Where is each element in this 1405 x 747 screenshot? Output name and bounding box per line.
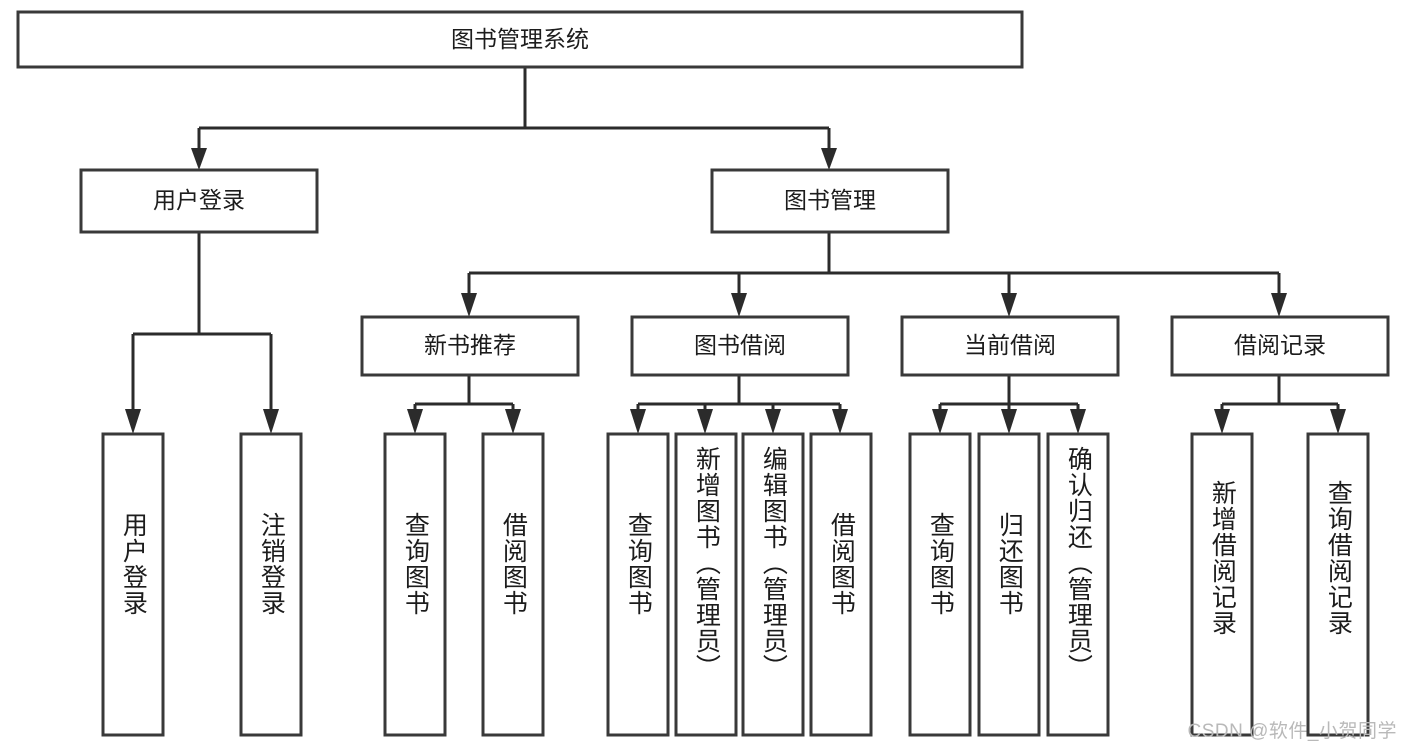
node-book-management-box[interactable] <box>710 168 950 234</box>
leaf-box-5[interactable] <box>606 432 670 737</box>
leaf-box-1[interactable] <box>101 432 165 737</box>
leaf-box-12[interactable] <box>1190 432 1254 737</box>
node-user-login-label: 用户登录 <box>153 187 245 213</box>
connector-group-root <box>191 67 837 170</box>
leaf-box-6[interactable] <box>674 432 738 737</box>
node-book-borrow[interactable]: 图书借阅 <box>630 315 850 377</box>
node-borrow-record-label: 借阅记录 <box>1234 332 1326 358</box>
node-root[interactable]: 图书管理系统 <box>16 10 1024 69</box>
node-user-login[interactable]: 用户登录 <box>79 168 319 234</box>
connector-group-borrow <box>630 375 848 434</box>
arrow-head-to-book-mgmt <box>821 148 837 170</box>
node-new-book-recommend-box[interactable] <box>360 315 580 377</box>
arrow-head-leaf-9 <box>932 409 948 434</box>
arrow-head-to-borrow-record <box>1271 293 1287 317</box>
node-current-borrow-label: 当前借阅 <box>964 332 1056 358</box>
connector-group-book-mgmt <box>461 232 1287 317</box>
arrow-head-leaf-3 <box>407 409 423 434</box>
arrow-head-leaf-11 <box>1070 409 1086 434</box>
leaf-box-7[interactable] <box>741 432 805 737</box>
leaf-box-group <box>101 432 1370 737</box>
node-current-borrow-box[interactable] <box>900 315 1120 377</box>
arrow-head-leaf-13 <box>1330 409 1346 434</box>
node-book-management[interactable]: 图书管理 <box>710 168 950 234</box>
node-root-label: 图书管理系统 <box>451 26 589 52</box>
arrow-head-to-current-borrow <box>1001 293 1017 317</box>
node-user-login-box[interactable] <box>79 168 319 234</box>
watermark-csdn: CSDN @软件_小贺同学 <box>1187 721 1397 742</box>
leaf-box-8[interactable] <box>809 432 873 737</box>
node-new-book-recommend[interactable]: 新书推荐 <box>360 315 580 377</box>
node-current-borrow[interactable]: 当前借阅 <box>900 315 1120 377</box>
connector-group-new-book <box>407 375 521 434</box>
arrow-head-leaf-10 <box>1001 409 1017 434</box>
node-borrow-record-box[interactable] <box>1170 315 1390 377</box>
arrow-head-leaf-6 <box>697 409 713 434</box>
arrow-head-leaf-4 <box>505 409 521 434</box>
arrow-head-leaf-1 <box>125 409 141 434</box>
arrow-head-leaf-2 <box>263 409 279 434</box>
arrow-head-leaf-7 <box>765 409 781 434</box>
node-book-management-label: 图书管理 <box>784 187 876 213</box>
node-root-box[interactable] <box>16 10 1024 69</box>
leaf-box-3[interactable] <box>383 432 447 737</box>
arrow-head-leaf-12 <box>1214 409 1230 434</box>
leaf-box-13[interactable] <box>1306 432 1370 737</box>
leaf-box-4[interactable] <box>481 432 545 737</box>
arrow-head-to-new-book <box>461 293 477 317</box>
leaf-box-10[interactable] <box>977 432 1041 737</box>
connector-group-borrow-record <box>1214 375 1346 434</box>
arrow-head-leaf-5 <box>630 409 646 434</box>
arrow-head-leaf-8 <box>832 409 848 434</box>
arrow-head-to-borrow <box>731 293 747 317</box>
connector-group-user-login <box>125 232 279 434</box>
leaf-box-11[interactable] <box>1046 432 1110 737</box>
node-new-book-recommend-label: 新书推荐 <box>424 332 516 358</box>
connector-group-current-borrow <box>932 375 1086 434</box>
leaf-box-2[interactable] <box>239 432 303 737</box>
node-book-borrow-label: 图书借阅 <box>694 332 786 358</box>
node-book-borrow-box[interactable] <box>630 315 850 377</box>
node-borrow-record[interactable]: 借阅记录 <box>1170 315 1390 377</box>
leaf-box-9[interactable] <box>908 432 972 737</box>
arrow-head-to-user-login <box>191 148 207 170</box>
